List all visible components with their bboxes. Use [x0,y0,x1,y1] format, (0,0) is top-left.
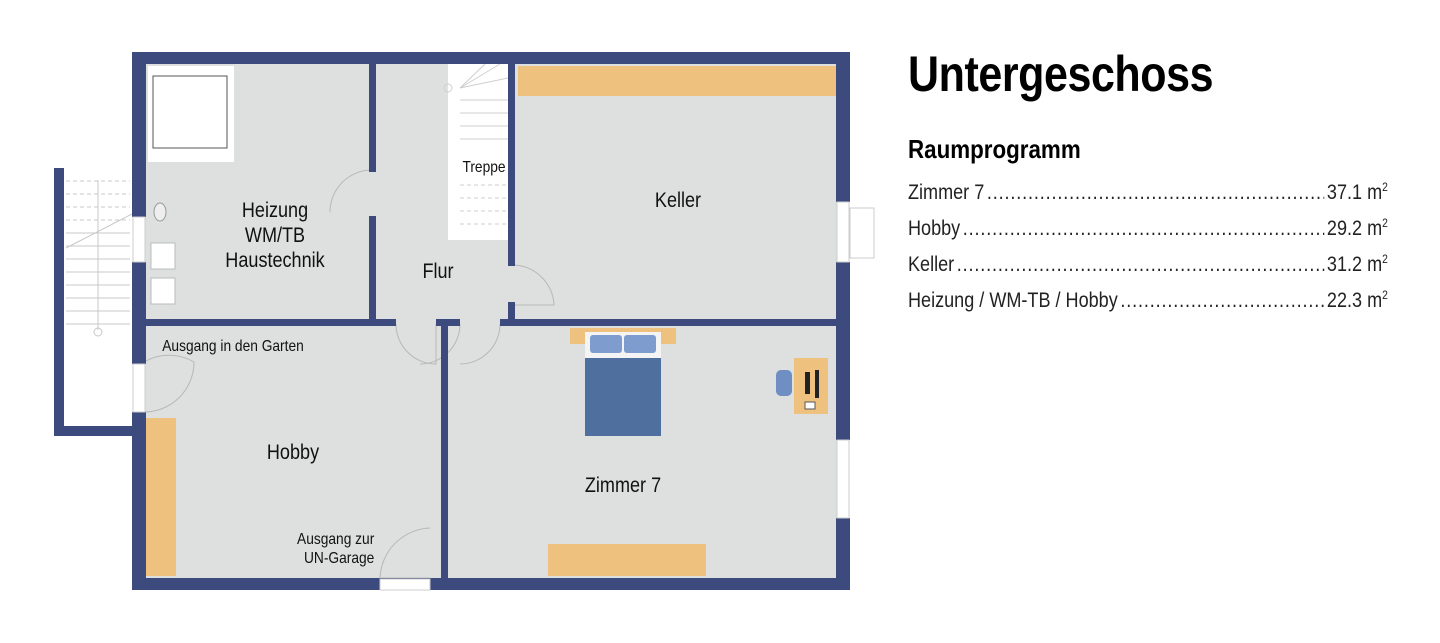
room-name: Hobby [908,217,961,240]
door-swings [143,169,555,579]
annotation-garden-exit: Ausgang in den Garten [162,338,304,355]
leader-dots [987,178,1324,208]
list-item: Keller 31.2 m2 [908,244,1388,280]
annotation-garage-exit-line2: UN-Garage [303,550,375,568]
room-label-flur: Flur [422,260,454,283]
room-label-keller: Keller [654,189,702,212]
zimmer7-dresser [548,544,706,576]
room-name: Zimmer 7 [908,181,985,204]
room-area: 29.2 m2 [1326,216,1388,240]
room-name: Heizung / WM-TB / Hobby [908,289,1118,312]
exterior-stair [62,172,140,430]
leader-dots [957,250,1325,280]
keller-shelf [518,66,836,96]
room-label-heizung-line2: WM/TB [244,224,306,248]
room-program-list: Zimmer 7 37.1 m2 Hobby 29.2 m2 Keller 31… [908,172,1388,316]
room-area: 31.2 m2 [1326,252,1388,276]
floor-plan-drawing [54,52,875,591]
list-item: Zimmer 7 37.1 m2 [908,172,1388,208]
room-label-heizung: Heizung WM/TB Haustechnik [215,198,335,274]
annotation-garage-exit-line1: Ausgang zur [297,531,375,548]
leader-dots [963,214,1325,244]
openings [132,201,875,591]
heizung-appliances [148,66,234,305]
list-item: Hobby 29.2 m2 [908,208,1388,244]
list-item: Heizung / WM-TB / Hobby 22.3 m2 [908,280,1388,316]
floor-plan: Heizung WM/TB Haustechnik Flur Treppe Ke… [54,52,875,591]
annotation-garage-exit: Ausgang zur UN-Garage [280,530,375,568]
room-area: 22.3 m2 [1326,288,1388,312]
hobby-shelf [146,418,176,576]
inner-stair [443,63,509,240]
desk [776,358,828,414]
room-label-treppe: Treppe [462,159,506,176]
walls [54,52,850,590]
page-title: Untergeschoss [908,46,1214,102]
info-panel: Untergeschoss Raumprogramm Zimmer 7 37.1… [908,46,1388,316]
room-label-zimmer7: Zimmer 7 [584,474,662,497]
room-label-heizung-line3: Haustechnik [225,249,325,273]
room-label-hobby: Hobby [266,441,320,464]
leader-dots [1120,286,1324,316]
room-label-heizung-line1: Heizung [241,199,309,222]
room-area: 37.1 m2 [1326,180,1388,204]
section-title: Raumprogramm [908,134,1081,164]
room-name: Keller [908,253,955,276]
bed [570,328,676,436]
